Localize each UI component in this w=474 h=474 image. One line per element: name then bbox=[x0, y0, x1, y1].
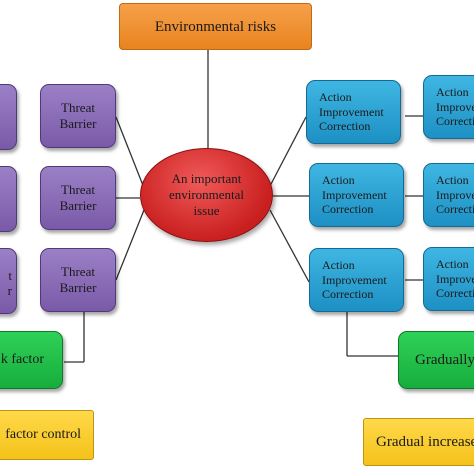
connector-action-3 bbox=[269, 209, 310, 283]
gradually-node: Gradually bbox=[398, 331, 474, 389]
action-node-3: Action Improvement Correction bbox=[309, 248, 404, 312]
left-cut-node-3: t r bbox=[0, 248, 17, 314]
action-node-cut-1: Action Improve Correcti bbox=[423, 75, 474, 139]
left-cut-node-1 bbox=[0, 84, 17, 150]
risk-factor-control-node: factor control bbox=[0, 410, 94, 460]
left-cut-node-2 bbox=[0, 166, 17, 232]
action-node-cut-2: Action Improve Correcti bbox=[423, 163, 474, 227]
connector-barrier-1 bbox=[115, 116, 145, 189]
threat-barrier-2: Threat Barrier bbox=[40, 166, 116, 230]
action-node-2: Action Improvement Correction bbox=[309, 163, 404, 227]
risk-factor-node: k factor bbox=[0, 331, 63, 389]
action-node-1: Action Improvement Correction bbox=[306, 80, 401, 144]
center-issue-node: An important environmental issue bbox=[140, 148, 273, 242]
gradual-increase-node: Gradual increase bbox=[363, 418, 474, 466]
action-node-cut-3: Action Improve Correcti bbox=[423, 247, 474, 311]
threat-barrier-1: Threat Barrier bbox=[40, 84, 116, 148]
threat-barrier-3: Threat Barrier bbox=[40, 248, 116, 312]
left-cut-label-2: r bbox=[7, 283, 12, 299]
environmental-risks-node: Environmental risks bbox=[119, 3, 312, 50]
connector-barrier-3 bbox=[115, 209, 145, 281]
connector-action-1 bbox=[269, 116, 307, 187]
left-cut-label-1: t bbox=[8, 267, 12, 283]
